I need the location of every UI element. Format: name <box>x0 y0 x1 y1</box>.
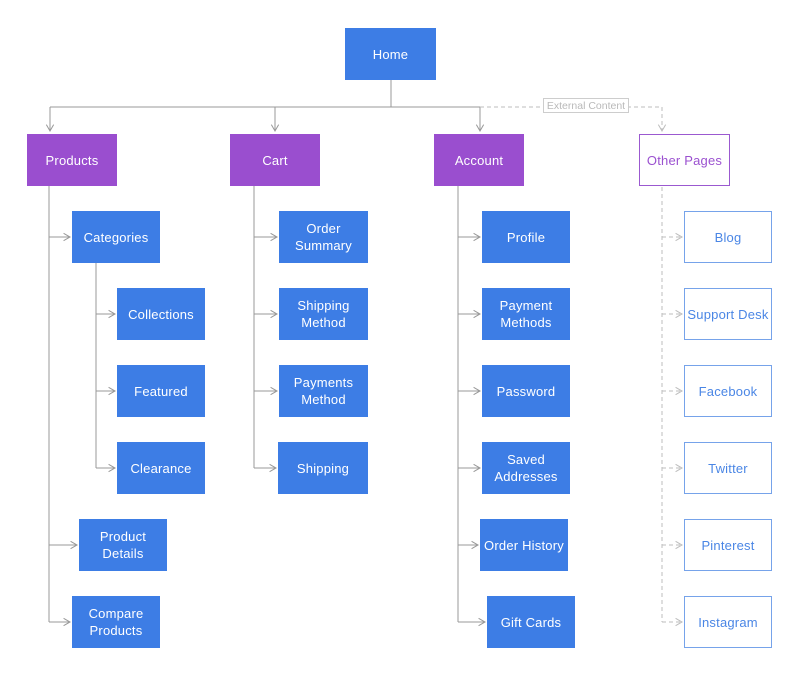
node-clearance: Clearance <box>117 442 205 494</box>
node-other-pages: Other Pages <box>639 134 730 186</box>
node-shipping: Shipping <box>278 442 368 494</box>
node-products: Products <box>27 134 117 186</box>
node-compare-products: Compare Products <box>72 596 160 648</box>
node-twitter: Twitter <box>684 442 772 494</box>
node-saved-addresses: Saved Addresses <box>482 442 570 494</box>
node-payment-methods: Payment Methods <box>482 288 570 340</box>
node-order-history: Order History <box>480 519 568 571</box>
node-support-desk: Support Desk <box>684 288 772 340</box>
node-facebook: Facebook <box>684 365 772 417</box>
node-instagram: Instagram <box>684 596 772 648</box>
node-shipping-method: Shipping Method <box>279 288 368 340</box>
external-content-label: External Content <box>543 98 629 113</box>
node-featured: Featured <box>117 365 205 417</box>
node-blog: Blog <box>684 211 772 263</box>
node-password: Password <box>482 365 570 417</box>
node-home: Home <box>345 28 436 80</box>
node-order-summary: Order Summary <box>279 211 368 263</box>
node-pinterest: Pinterest <box>684 519 772 571</box>
node-collections: Collections <box>117 288 205 340</box>
node-product-details: Product Details <box>79 519 167 571</box>
node-cart: Cart <box>230 134 320 186</box>
node-categories: Categories <box>72 211 160 263</box>
node-payments-method: Payments Method <box>279 365 368 417</box>
node-gift-cards: Gift Cards <box>487 596 575 648</box>
node-account: Account <box>434 134 524 186</box>
node-profile: Profile <box>482 211 570 263</box>
